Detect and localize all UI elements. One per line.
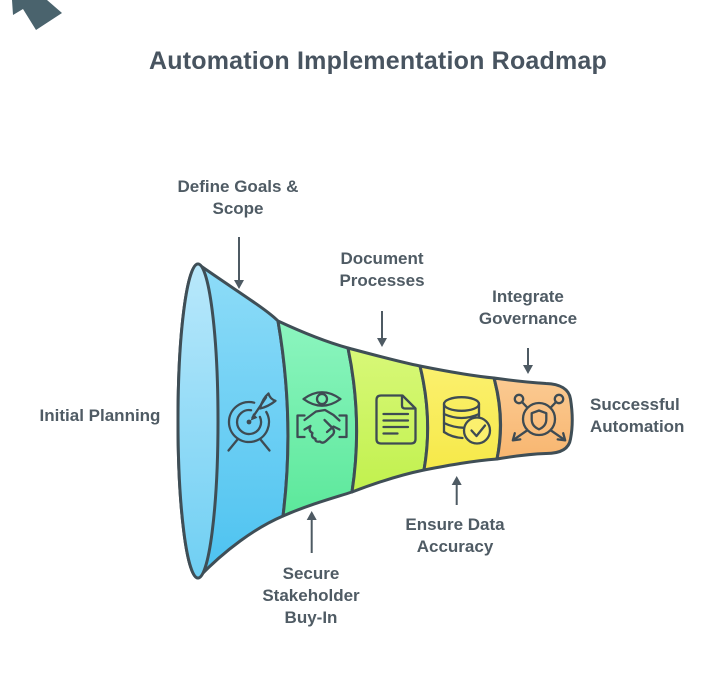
callout-line: Accuracy (416, 537, 494, 556)
callout-line: Governance (478, 309, 578, 328)
callout-integrate-governance: Integrate Governance (447, 286, 609, 330)
callout-line: Integrate (492, 287, 564, 306)
callout-line: Ensure Data (405, 515, 505, 534)
callout-line: Define Goals & (177, 177, 299, 196)
funnel-segment-integrate-governance (492, 376, 574, 461)
diagram-title: Automation Implementation Roadmap (148, 47, 607, 75)
callout-line: Secure (282, 564, 340, 583)
target-arrow-icon (227, 392, 277, 452)
callout-line: Stakeholder (262, 586, 360, 605)
callout-line: Scope (212, 199, 264, 218)
database-check-icon (442, 396, 492, 445)
callout-line: Successful (590, 395, 680, 414)
funnel-mouth (176, 262, 220, 580)
document-icon (375, 394, 417, 445)
callout-line: Automation (590, 417, 685, 436)
funnel-start-label: Initial Planning (10, 405, 190, 427)
funnel-segment-secure-stakeholder (276, 319, 359, 518)
eye-handshake-icon (296, 391, 348, 444)
shield-network-icon (511, 393, 567, 442)
callout-line: Initial Planning (39, 406, 161, 425)
funnel-end-label: Successful Automation (590, 394, 716, 438)
callout-line: Buy-In (284, 608, 338, 627)
callout-define-goals-scope: Define Goals & Scope (157, 176, 319, 220)
callout-ensure-data-accuracy: Ensure Data Accuracy (374, 514, 536, 558)
callout-document-processes: Document Processes (301, 248, 463, 292)
callout-secure-stakeholder-buy-in: Secure Stakeholder Buy-In (230, 563, 392, 629)
callout-line: Processes (339, 271, 425, 290)
callout-line: Document (340, 249, 424, 268)
corner-mark (12, 0, 62, 30)
